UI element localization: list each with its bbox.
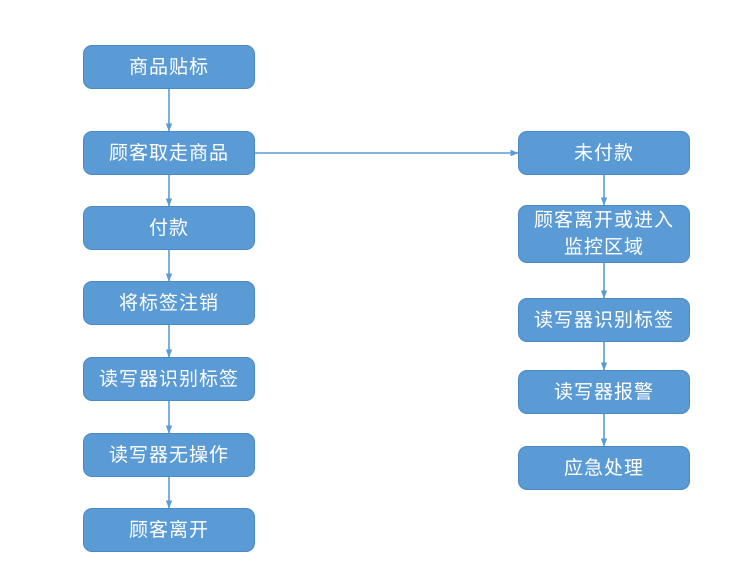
flow-node-r4[interactable]: 读写器报警 [518, 370, 690, 414]
flow-node-n7[interactable]: 顾客离开 [83, 508, 255, 552]
flow-node-r2[interactable]: 顾客离开或进入 监控区域 [518, 205, 690, 263]
flow-node-r1[interactable]: 未付款 [518, 131, 690, 175]
flow-node-n6[interactable]: 读写器无操作 [83, 433, 255, 477]
flow-node-n3[interactable]: 付款 [83, 206, 255, 250]
flow-node-n1[interactable]: 商品贴标 [83, 45, 255, 89]
flow-node-n2[interactable]: 顾客取走商品 [83, 131, 255, 175]
flow-node-n4[interactable]: 将标签注销 [83, 281, 255, 325]
flow-node-r5[interactable]: 应急处理 [518, 446, 690, 490]
flow-node-n5[interactable]: 读写器识别标签 [83, 357, 255, 401]
flow-node-r3[interactable]: 读写器识别标签 [518, 298, 690, 342]
